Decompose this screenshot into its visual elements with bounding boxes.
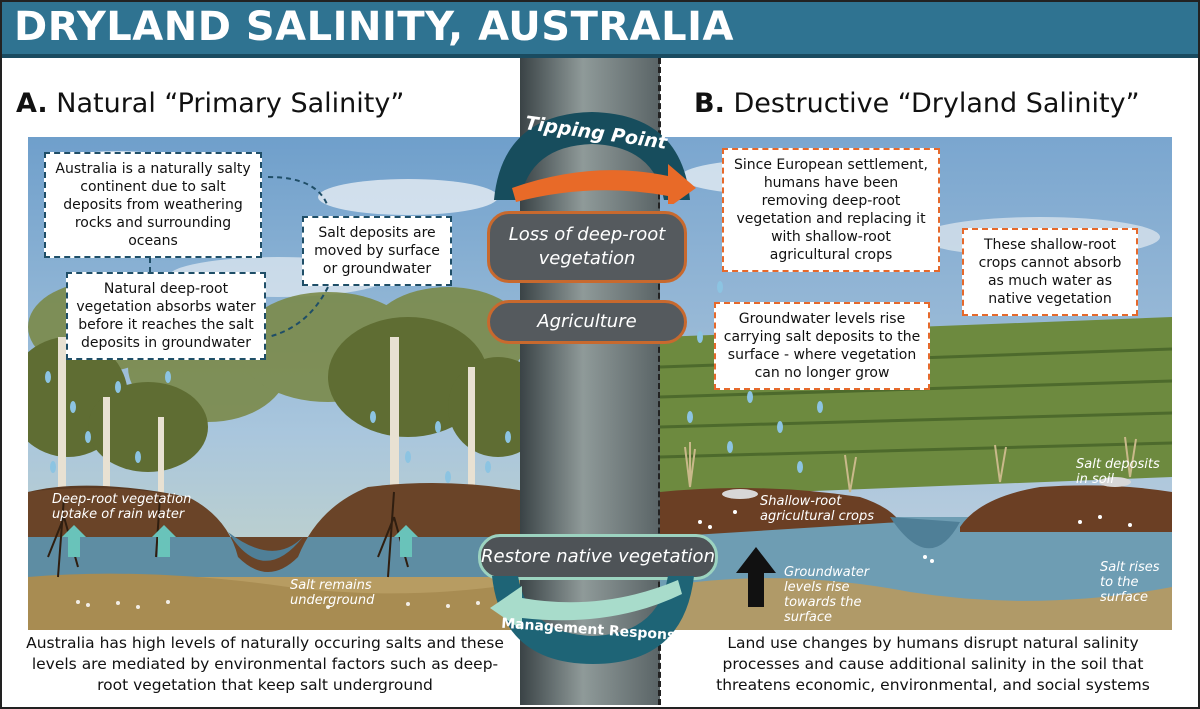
caption-dryland-salinity: Land use changes by humans disrupt natur… (716, 634, 1150, 694)
section-b-heading: B. Destructive “Dryland Salinity” (694, 88, 1140, 119)
label-groundwater-levels-rise: Groundwater levels rise towards the surf… (784, 565, 870, 625)
note-deep-root: Natural deep-root vegetation absorbs wat… (66, 272, 266, 360)
section-a-heading: A. Natural “Primary Salinity” (16, 88, 404, 119)
caption-natural-salinity: Australia has high levels of naturally o… (26, 634, 504, 694)
pill-loss-of-deep-root-vegetation: Loss of deep-root vegetation (487, 211, 687, 283)
banner-stripe (0, 54, 1200, 58)
note-shallow-root-crops: These shallow-root crops cannot absorb a… (962, 228, 1138, 316)
note-european-settlement: Since European settlement, humans have b… (722, 148, 940, 272)
label-salt-in-soil: Salt deposits in soil (1076, 457, 1160, 487)
note-groundwater-rise: Groundwater levels rise carrying salt de… (714, 302, 930, 390)
label-salt-underground: Salt remains underground (290, 578, 375, 608)
section-a-heading-text: Natural “Primary Salinity” (56, 88, 405, 119)
note-salt-moved: Salt deposits are moved by surface or gr… (302, 216, 452, 286)
pill-agriculture: Agriculture (487, 300, 687, 344)
section-b-heading-text: Destructive “Dryland Salinity” (733, 88, 1140, 119)
management-response-arch (490, 576, 694, 664)
tipping-point-arch (494, 112, 696, 204)
section-b-letter: B. (694, 88, 725, 119)
panel-divider-line (658, 58, 661, 705)
label-deep-root-uptake: Deep-root vegetation uptake of rain wate… (52, 492, 192, 522)
label-shallow-root-crops: Shallow-root agricultural crops (760, 494, 875, 524)
pill-restore-native-vegetation: Restore native vegetation (478, 534, 718, 580)
note-salty-continent: Australia is a naturally salty continent… (44, 152, 262, 258)
title-banner (0, 0, 1200, 54)
section-a-letter: A. (16, 88, 48, 119)
page-title: DRYLAND SALINITY, AUSTRALIA (14, 4, 734, 50)
label-salt-rises: Salt rises to the surface (1100, 560, 1160, 605)
